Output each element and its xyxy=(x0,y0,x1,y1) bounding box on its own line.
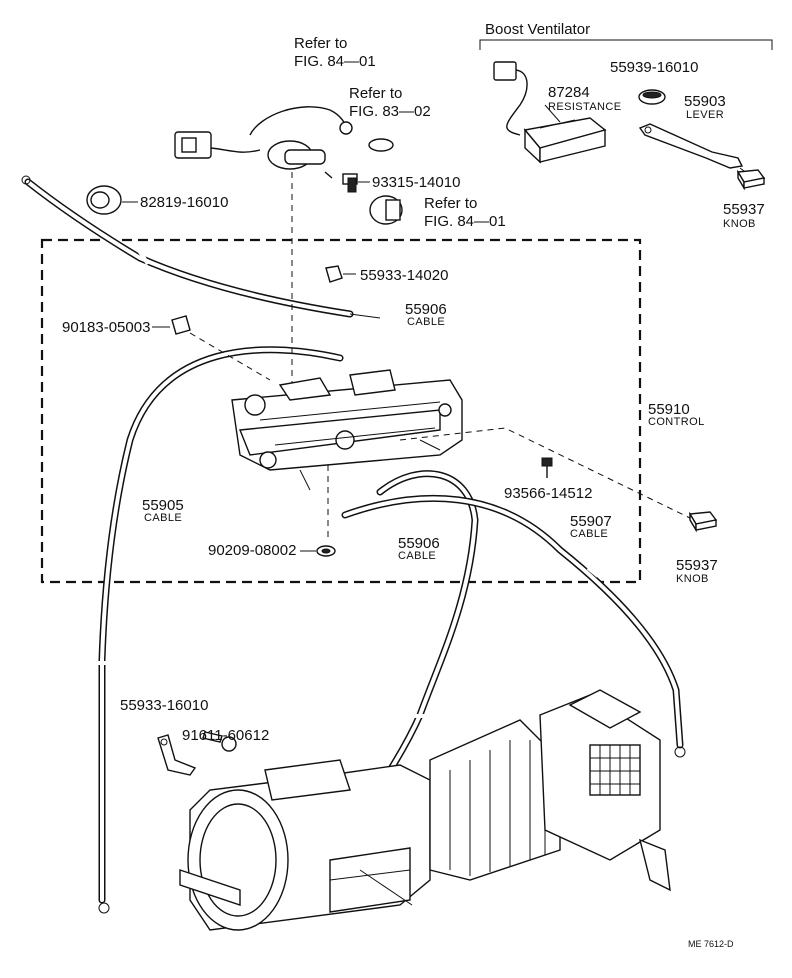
ref-1-line2: FIG. 84—01 xyxy=(294,53,376,70)
part-55907: 55907 xyxy=(570,513,612,530)
part-87284-desc: RESISTANCE xyxy=(548,101,621,113)
ref-2-line1: Refer to xyxy=(349,85,402,102)
part-55903: 55903 xyxy=(684,93,726,110)
ref-label-1: Refer to FIG. 84—01 xyxy=(294,35,376,70)
ref-3-line1: Refer to xyxy=(424,195,477,212)
ref-label-3: Refer to FIG. 84—01 xyxy=(424,195,506,230)
ref-3-line2: FIG. 84—01 xyxy=(424,213,506,230)
part-55937-upper: 55937 xyxy=(723,201,765,218)
part-55933-16010: 55933-16010 xyxy=(120,697,208,714)
ref-2-line2: FIG. 83—02 xyxy=(349,103,431,120)
part-55910-desc: CONTROL xyxy=(648,416,705,428)
ref-1-line1: Refer to xyxy=(294,35,347,52)
part-55906-lower: 55906 xyxy=(398,535,440,552)
part-55937-lower: 55937 xyxy=(676,557,718,574)
clip-90183 xyxy=(171,315,271,381)
knob-55937-upper xyxy=(736,169,766,191)
cable-55906-upper xyxy=(21,175,381,319)
knob-guide-line xyxy=(399,427,691,519)
part-90183: 90183-05003 xyxy=(62,319,150,336)
boost-ventilator-title: Boost Ventilator xyxy=(485,21,590,38)
part-55906-upper: 55906 xyxy=(405,301,447,318)
part-91611: 91611-60612 xyxy=(182,727,269,744)
boost-ventilator-group: Boost Ventilator xyxy=(479,21,773,50)
bolt-93315 xyxy=(342,173,370,193)
cable-55907 xyxy=(341,494,686,758)
cable-55905 xyxy=(96,346,344,914)
lever-55903 xyxy=(638,123,749,175)
screw-91611 xyxy=(202,731,237,752)
part-55910: 55910 xyxy=(648,401,690,418)
resistance-87284 xyxy=(493,61,607,164)
part-55937-upper-desc: KNOB xyxy=(723,218,756,230)
part-55933-14020: 55933-14020 xyxy=(360,267,448,284)
part-90209: 90209-08002 xyxy=(208,542,296,559)
part-55907-desc: CABLE xyxy=(570,528,608,540)
part-82819: 82819-16010 xyxy=(140,194,228,211)
vacuum-switch xyxy=(174,106,353,179)
screw-93566 xyxy=(541,457,553,478)
control-knob-refer xyxy=(369,195,403,225)
control-unit-55910 xyxy=(231,369,463,491)
part-93315: 93315-14010 xyxy=(372,174,460,191)
heater-unit xyxy=(179,689,671,931)
washer-90209 xyxy=(316,545,336,557)
ref-label-2: Refer to FIG. 83—02 xyxy=(349,85,431,120)
part-93566: 93566-14512 xyxy=(504,485,592,502)
part-55905-desc: CABLE xyxy=(144,512,182,524)
part-55905: 55905 xyxy=(142,497,184,514)
part-55906-lower-desc: CABLE xyxy=(398,550,436,562)
bracket-55933-16010 xyxy=(157,734,197,776)
figure-code: ME 7612-D xyxy=(688,939,734,949)
part-55906-upper-desc: CABLE xyxy=(407,316,445,328)
part-55939: 55939-16010 xyxy=(610,59,698,76)
knob-55937-lower xyxy=(688,511,718,533)
grommet-55939 xyxy=(638,89,666,105)
part-55903-desc: LEVER xyxy=(686,109,724,121)
control-assembly-boundary xyxy=(40,238,642,584)
bulb-part xyxy=(368,138,394,152)
part-55937-lower-desc: KNOB xyxy=(676,573,709,585)
part-87284: 87284 xyxy=(548,84,590,101)
clip-55933-14020 xyxy=(325,265,356,283)
grommet-82819 xyxy=(86,185,138,215)
